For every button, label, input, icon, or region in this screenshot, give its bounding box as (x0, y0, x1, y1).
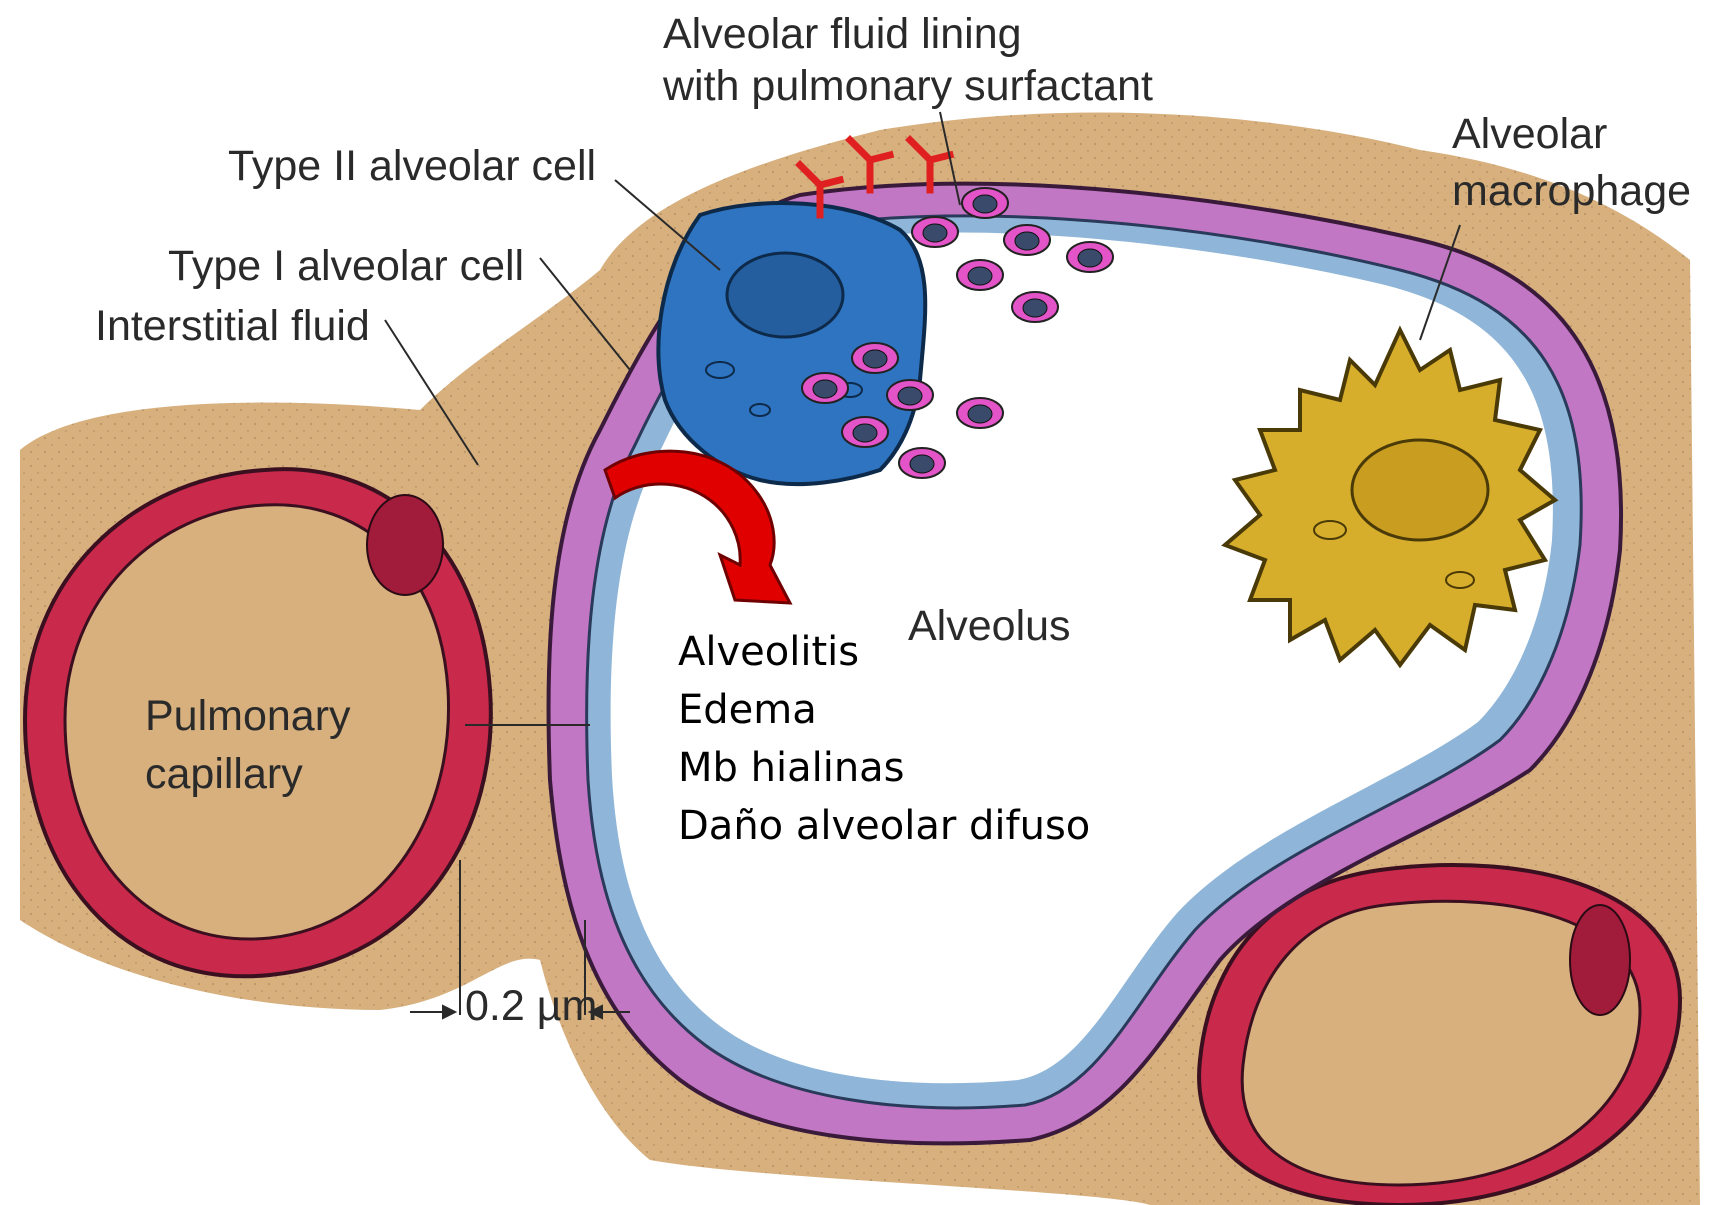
label-alveolus: Alveolus (908, 602, 1071, 650)
inflammatory-cell (1067, 242, 1113, 272)
inflammatory-cell (962, 188, 1008, 218)
label-type-ii-cell: Type II alveolar cell (228, 142, 596, 190)
inflammatory-cell (899, 448, 945, 478)
macrophage-nucleus (1352, 440, 1488, 540)
label-scale: 0.2 µm (465, 982, 597, 1030)
annotation-diffuse-alveolar-damage: Daño alveolar difuso (678, 803, 1090, 849)
annotation-alveolitis: Alveolitis (678, 629, 859, 675)
label-type-i-cell: Type I alveolar cell (168, 242, 524, 290)
inflammatory-cell (887, 380, 933, 410)
inflammatory-cell (912, 217, 958, 247)
inflammatory-cell (802, 373, 848, 403)
inflammatory-cell (852, 343, 898, 373)
type-ii-nucleus (727, 253, 843, 337)
label-fluid-lining-1: Alveolar fluid lining (663, 10, 1022, 58)
label-capillary: capillary (145, 750, 303, 798)
inflammatory-cell (957, 260, 1003, 290)
label-macrophage: macrophage (1452, 167, 1691, 215)
inflammatory-cell (1012, 292, 1058, 322)
inflammatory-cell (1004, 225, 1050, 255)
capillary-nucleus (367, 495, 443, 595)
label-alveolar: Alveolar (1452, 110, 1607, 158)
label-pulmonary: Pulmonary (145, 692, 351, 740)
inflammatory-cell (957, 398, 1003, 428)
label-fluid-lining-2: with pulmonary surfactant (662, 62, 1153, 110)
annotation-edema: Edema (678, 687, 817, 733)
inflammatory-cell (842, 417, 888, 447)
annotation-hyaline-membranes: Mb hialinas (678, 745, 905, 791)
label-interstitial-fluid: Interstitial fluid (95, 302, 370, 350)
